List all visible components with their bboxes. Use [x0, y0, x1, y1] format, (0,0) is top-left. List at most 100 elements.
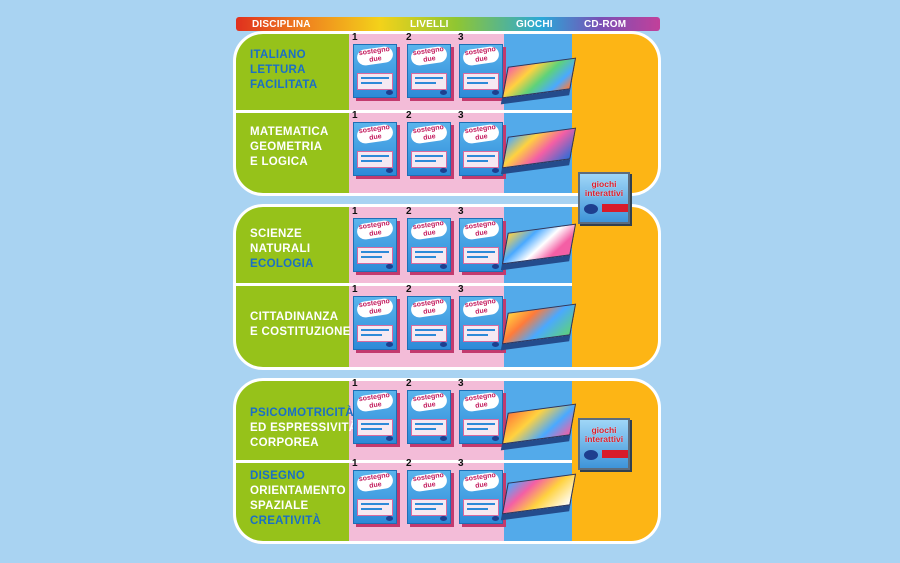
publisher-logo-icon — [440, 168, 447, 173]
book-cover-band — [463, 499, 499, 516]
level-number: 3 — [458, 206, 464, 217]
header-giochi: GIOCHI — [516, 19, 553, 30]
header-cdrom: CD-ROM — [584, 19, 627, 30]
discipline-line: ECOLOGIA — [250, 258, 314, 270]
discipline-label: PSICOMOTRICITÀ ED ESPRESSIVITÀ CORPOREA — [250, 406, 357, 451]
level-number: 3 — [458, 458, 464, 469]
discipline-line: PSICOMOTRICITÀ — [250, 407, 354, 419]
level-number: 2 — [406, 32, 412, 43]
level-number: 1 — [352, 110, 358, 121]
publisher-logo-icon — [440, 516, 447, 521]
cdrom-case-image: giochi interattivi — [578, 172, 630, 224]
disciplina-column — [236, 34, 349, 193]
publisher-logo-icon — [492, 516, 499, 521]
cdrom-disc-icon — [584, 204, 598, 214]
book-cover-band — [357, 325, 393, 342]
discipline-line: ITALIANO — [250, 49, 306, 61]
book-cover-band — [463, 325, 499, 342]
header-rainbow-bar — [236, 17, 660, 31]
cdrom-case-image: giochi interattivi — [578, 418, 630, 470]
level-number: 1 — [352, 284, 358, 295]
book-cover-band — [411, 247, 447, 264]
publisher-logo-icon — [440, 342, 447, 347]
level-number: 2 — [406, 458, 412, 469]
cdrom-column — [572, 207, 658, 367]
discipline-line: LETTURA — [250, 64, 306, 76]
level-number: 2 — [406, 206, 412, 217]
row-separator — [236, 110, 572, 113]
publisher-logo-icon — [440, 90, 447, 95]
level-number: 1 — [352, 206, 358, 217]
level-number: 1 — [352, 378, 358, 389]
level-number: 2 — [406, 110, 412, 121]
publisher-logo-icon — [386, 264, 393, 269]
book-cover-band — [357, 499, 393, 516]
cdrom-title-line1: giochi — [591, 179, 617, 189]
level-number: 2 — [406, 378, 412, 389]
book-cover-band — [411, 419, 447, 436]
row-separator — [236, 460, 572, 463]
book-cover-band — [357, 247, 393, 264]
level-number: 3 — [458, 110, 464, 121]
book-cover-band — [411, 151, 447, 168]
discipline-line: CORPOREA — [250, 437, 319, 449]
publisher-logo-icon — [492, 264, 499, 269]
discipline-line: DISEGNO — [250, 470, 306, 482]
cdrom-title-line2: interattivi — [584, 188, 624, 198]
publisher-logo-icon — [492, 168, 499, 173]
publisher-logo-icon — [440, 264, 447, 269]
discipline-line: SCIENZE — [250, 228, 302, 240]
publisher-logo-icon — [492, 90, 499, 95]
book-cover-band — [357, 419, 393, 436]
publisher-logo-icon — [492, 342, 499, 347]
giochi-column — [504, 34, 572, 193]
level-number: 2 — [406, 284, 412, 295]
book-cover-band — [463, 73, 499, 90]
publisher-logo-icon — [492, 436, 499, 441]
publisher-logo-icon — [386, 436, 393, 441]
level-number: 3 — [458, 378, 464, 389]
book-cover-band — [463, 151, 499, 168]
book-cover-band — [357, 73, 393, 90]
discipline-line: SPAZIALE — [250, 500, 309, 512]
discipline-line: ED ESPRESSIVITÀ — [250, 422, 358, 434]
discipline-line: E COSTITUZIONE — [250, 326, 351, 338]
cdrom-disc-icon — [584, 450, 598, 460]
discipline-line: MATEMATICA — [250, 126, 329, 138]
level-number: 1 — [352, 32, 358, 43]
header-livelli: LIVELLI — [410, 19, 449, 30]
discipline-label: SCIENZE NATURALI ECOLOGIA — [250, 227, 314, 272]
disciplina-column — [236, 207, 349, 367]
publisher-logo-icon — [386, 342, 393, 347]
book-cover-band — [411, 499, 447, 516]
discipline-label: MATEMATICA GEOMETRIA E LOGICA — [250, 125, 329, 170]
